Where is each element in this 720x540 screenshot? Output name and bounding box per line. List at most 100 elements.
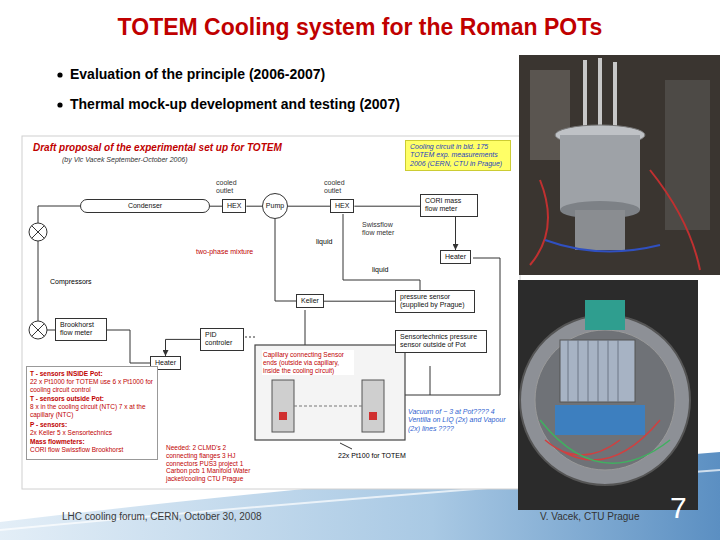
footer-text: LHC cooling forum, CERN, October 30, 200…: [62, 511, 262, 523]
photo-bottom: [518, 280, 698, 510]
roman-pot: [369, 412, 377, 420]
photo-top: [530, 170, 700, 270]
sensor-box: pressure sensor (supplied by Prague): [395, 290, 475, 313]
pipe-connector: [166, 339, 200, 356]
author-note: (by Vic Vacek September-October 2006): [62, 156, 188, 164]
node-text: HEX: [335, 202, 349, 210]
photo-bottom: [535, 330, 675, 470]
photo-top: [519, 55, 720, 275]
photo-top: [545, 240, 660, 251]
pipe-line: [38, 241, 39, 321]
photo-bottom: [520, 315, 690, 485]
sensor-box: Sensortechnics pressure sensor outside o…: [395, 330, 487, 353]
photo-bottom: [568, 340, 618, 402]
node-text: Brookhorst flow meter: [60, 321, 102, 338]
node-text: Cooling circuit in bld. 175 TOTEM exp. m…: [410, 143, 506, 168]
pipe-connector: [246, 206, 262, 207]
photo-top: [585, 58, 615, 130]
controller-box: PID controler: [200, 328, 244, 351]
pipe-connector: [288, 206, 330, 207]
needed-list: Needed: 2 CLMD's 2 connecting flanges 3 …: [166, 444, 252, 483]
legend-heading: P - sensors:: [30, 421, 154, 429]
photo-top: [665, 80, 710, 230]
legend-box: T - sensors INSIDE Pot:22 x Pt1000 for T…: [26, 366, 158, 460]
roman-pot: [255, 345, 405, 440]
roman-pot: [294, 406, 362, 407]
port-label: cooled outlet: [324, 179, 354, 196]
compressor-symbol: [29, 321, 47, 339]
phase-label: liquid: [316, 238, 332, 246]
pipe-line: [343, 214, 420, 290]
node-text: CORI mass flow meter: [425, 197, 473, 214]
sensor-label: 22x Pt100 for TOTEM: [338, 452, 406, 460]
bullet-text: Evaluation of the principle (2006-2007): [70, 66, 325, 83]
heat-exchanger-box: HEX: [330, 199, 354, 213]
node-text: Sensortechnics pressure sensor outside o…: [400, 333, 482, 350]
legend-heading: T - sensors outside Pot:: [30, 395, 154, 403]
pipe-line: [245, 337, 255, 338]
pipe-line: [107, 330, 150, 363]
roman-pot: [362, 380, 384, 432]
photo-top: [575, 210, 625, 250]
roman-pot: [272, 380, 294, 432]
capillary-note: Capillary connecting Sensor ends (outsid…: [262, 350, 354, 375]
pipe-line: [47, 330, 55, 331]
node-text: Condenser: [85, 202, 205, 210]
legend-body: 8 x in the cooling circuit (NTC) 7 x at …: [30, 403, 154, 419]
node-text: Heater: [445, 253, 466, 261]
legend-heading: T - sensors INSIDE Pot:: [30, 370, 154, 378]
compressor-label: Compressors: [50, 278, 92, 286]
node-text: Pump: [266, 202, 284, 210]
page-number: 7: [670, 490, 687, 526]
legend-heading: Mass flowmeters:: [30, 438, 154, 446]
node-text: PID controler: [205, 331, 239, 348]
photo-bottom: [540, 420, 670, 463]
photo-bottom: [555, 405, 645, 435]
photo-bottom: [518, 280, 698, 510]
bullet-dot: [57, 72, 62, 77]
pump-circle: Pump: [262, 193, 288, 219]
pipe-line: [305, 310, 306, 345]
pipe-line: [275, 219, 296, 301]
legend-body: CORI flow Swissflow Brookhorst: [30, 446, 154, 454]
leader-line: [340, 443, 352, 449]
photo-top: [519, 55, 720, 275]
legend-body: 2x Keller 5 x Sensortechnics: [30, 429, 154, 437]
slide-title: TOTEM Cooling system for the Roman POTs: [0, 14, 720, 41]
photo-top: [560, 135, 640, 210]
node-text: HEX: [227, 202, 241, 210]
pipe-connector: [455, 217, 456, 250]
roman-pot: [255, 345, 405, 440]
pipe-connector: [210, 206, 222, 207]
pipe-connector: [324, 301, 395, 302]
vacuum-note: Vacuum of ~ 3 at Pot???? 4 Ventilla on L…: [408, 408, 514, 433]
roman-pot: [279, 412, 287, 420]
leader-line: [340, 443, 352, 449]
legend-body: 22 x Pt1000 for TOTEM use 6 x Pt1000 for…: [30, 378, 154, 394]
node-text: Keller: [301, 297, 319, 305]
condenser-tube: Condenser: [80, 199, 210, 213]
compressor-symbol: [29, 223, 47, 339]
bullet-dot: [57, 102, 62, 107]
flowmeter-label: Swissflow flow meter: [362, 221, 404, 238]
pipe-line: [405, 258, 500, 395]
flowmeter-box: Brookhorst flow meter: [55, 318, 107, 341]
photo-bottom: [585, 300, 625, 330]
phase-label: liquid: [372, 266, 388, 274]
port-label: cooled outlet: [216, 179, 246, 196]
compressor-symbol: [32, 226, 45, 239]
sensor-box: Keller: [296, 294, 324, 308]
compressor-symbol: [29, 223, 47, 241]
schematic-frame: [22, 136, 520, 489]
compressor-symbol: [32, 324, 45, 337]
schematic-frame: [22, 136, 520, 489]
heat-exchanger-box: HEX: [222, 199, 246, 213]
heater-box: Heater: [440, 250, 471, 264]
flowmeter-box: CORI mass flow meter: [420, 194, 478, 217]
note-box: Cooling circuit in bld. 175 TOTEM exp. m…: [405, 140, 511, 171]
schematic-title: Draft proposal of the experimental set u…: [33, 142, 282, 154]
phase-label: two-phase mixture: [196, 248, 253, 256]
node-text: Heater: [155, 359, 176, 367]
